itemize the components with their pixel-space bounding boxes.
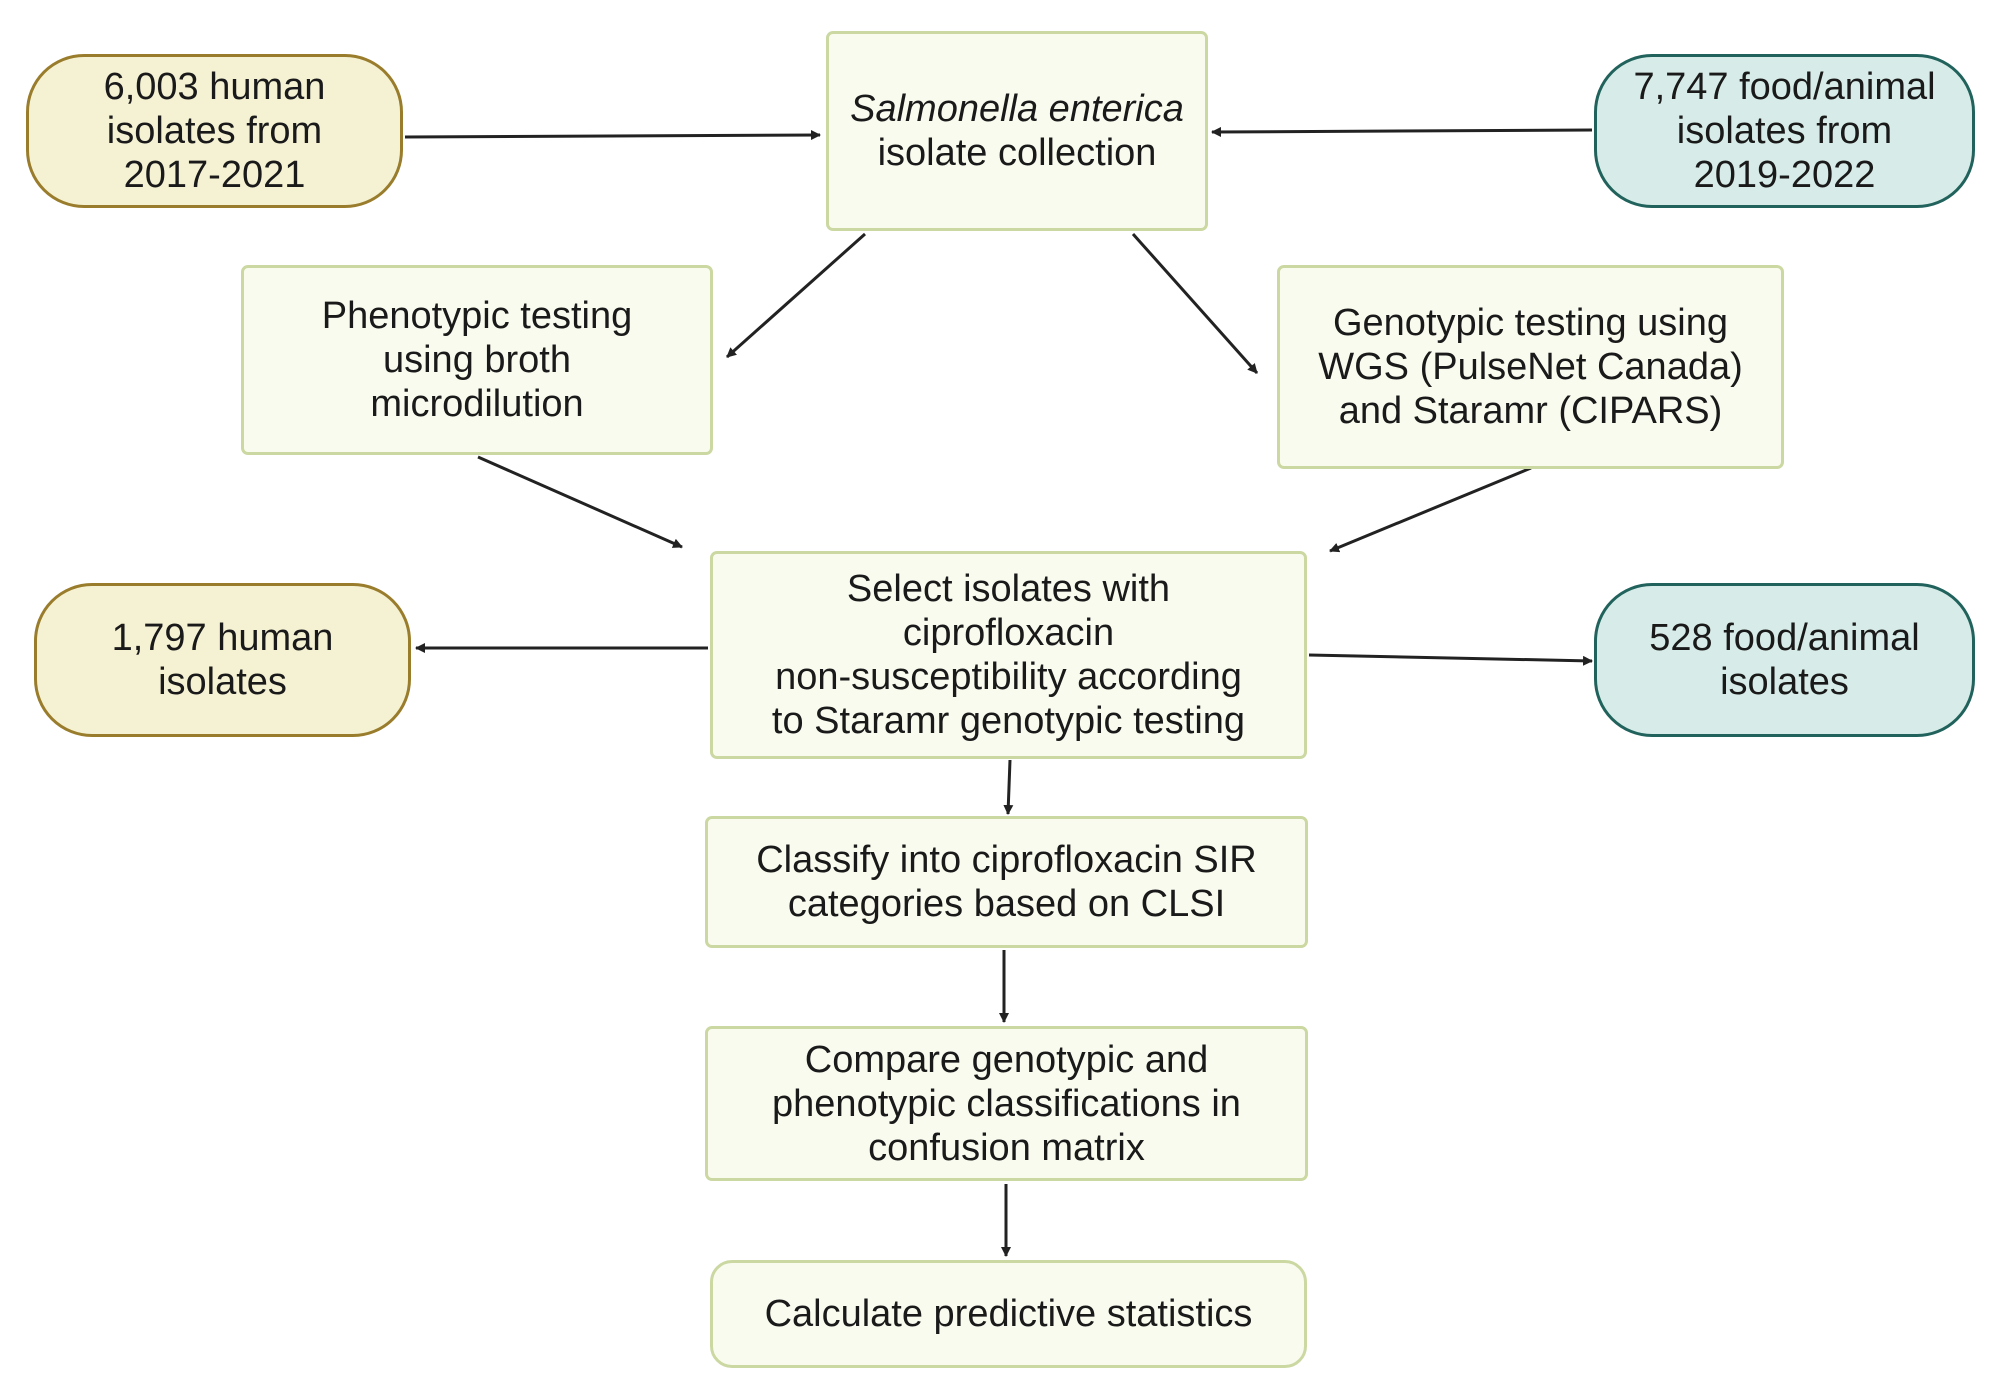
- calculate-line-1: Calculate predictive statistics: [764, 1293, 1253, 1335]
- isolate-collection-box: Salmonella enterica isolate collection: [826, 31, 1208, 231]
- human-selected-line-1: 1,797 human: [111, 617, 334, 659]
- genotypic-testing-box: Genotypic testing using WGS (PulseNet Ca…: [1277, 265, 1784, 469]
- food-source-line-1: 7,747 food/animal: [1633, 66, 1936, 108]
- genotypic-line-2: WGS (PulseNet Canada): [1318, 346, 1743, 388]
- food-source-isolates-box: 7,747 food/animal isolates from 2019-202…: [1594, 54, 1975, 208]
- phenotypic-testing-box: Phenotypic testing using broth microdilu…: [241, 265, 713, 455]
- select-line-3: non-susceptibility according: [775, 656, 1242, 698]
- arrow-collection-to-phenotypic: [726, 232, 866, 359]
- food-selected-isolates-box: 528 food/animal isolates: [1594, 583, 1975, 737]
- classify-line-1: Classify into ciprofloxacin SIR: [756, 839, 1257, 881]
- human-selected-isolates-box: 1,797 human isolates: [34, 583, 411, 737]
- food-source-line-2: isolates from: [1676, 110, 1893, 152]
- human-source-isolates-box: 6,003 human isolates from 2017-2021: [26, 54, 403, 208]
- human-selected-line-2: isolates: [158, 661, 287, 703]
- arrow-genotypic-to-select: [1329, 466, 1532, 553]
- arrow-select-to-classify: [1003, 759, 1014, 815]
- select-isolates-box: Select isolates with ciprofloxacin non-s…: [710, 551, 1307, 759]
- phenotypic-line-3: microdilution: [370, 383, 584, 425]
- human-source-line-2: isolates from: [106, 110, 323, 152]
- arrow-food-source-to-collection: [1211, 126, 1593, 137]
- phenotypic-line-1: Phenotypic testing: [321, 295, 633, 337]
- classify-sir-box: Classify into ciprofloxacin SIR categori…: [705, 816, 1308, 948]
- human-source-line-3: 2017-2021: [123, 154, 306, 196]
- food-selected-line-2: isolates: [1720, 661, 1849, 703]
- calculate-statistics-box: Calculate predictive statistics: [710, 1260, 1307, 1368]
- select-line-2: ciprofloxacin: [902, 612, 1115, 654]
- compare-line-1: Compare genotypic and: [804, 1038, 1209, 1081]
- genotypic-line-3: and Staramr (CIPARS): [1338, 390, 1723, 432]
- arrow-select-to-food-selected: [1308, 653, 1593, 666]
- compare-line-2: phenotypic classifications in: [772, 1082, 1241, 1125]
- collection-line-2: isolate collection: [877, 132, 1157, 174]
- arrow-collection-to-genotypic: [1131, 233, 1259, 374]
- collection-species-line: Salmonella enterica: [850, 88, 1184, 130]
- arrow-phenotypic-to-select: [477, 455, 683, 549]
- select-line-1: Select isolates with: [846, 568, 1171, 610]
- food-selected-line-1: 528 food/animal: [1649, 617, 1920, 659]
- arrow-human-source-to-collection: [404, 130, 821, 141]
- phenotypic-line-2: using broth: [382, 339, 571, 381]
- human-source-line-1: 6,003 human: [103, 66, 326, 108]
- select-line-4: to Staramr genotypic testing: [771, 700, 1246, 742]
- genotypic-line-1: Genotypic testing using: [1332, 302, 1728, 344]
- compare-classifications-box: Compare genotypic and phenotypic classif…: [705, 1026, 1308, 1181]
- food-source-line-3: 2019-2022: [1693, 154, 1876, 196]
- classify-line-2: categories based on CLSI: [787, 883, 1226, 925]
- compare-line-3: confusion matrix: [868, 1126, 1145, 1169]
